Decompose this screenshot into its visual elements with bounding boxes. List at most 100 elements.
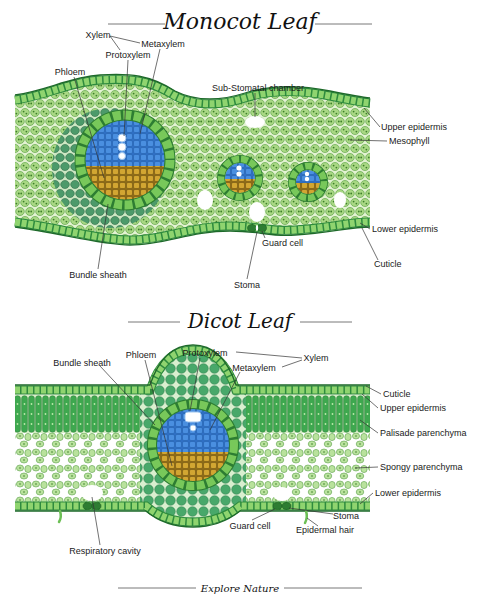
protoxylem (118, 134, 126, 142)
part-label: Guard cell (262, 238, 303, 249)
part-label: Phloem (126, 350, 157, 361)
leaf-body (15, 350, 370, 522)
protoxylem (118, 143, 126, 151)
leader-line (140, 49, 160, 134)
part-label: Cuticle (383, 389, 411, 400)
bundle-sheath (80, 115, 170, 205)
part-label: Protoxylem (182, 348, 227, 359)
lower-epidermis (15, 222, 370, 240)
part-label: Palisade parenchyma (380, 428, 467, 439)
leader-line (100, 366, 155, 425)
protoxylem (305, 177, 309, 181)
leader-lines (74, 36, 387, 545)
part-label: Xylem (85, 30, 110, 41)
epidermal-cells (15, 222, 370, 240)
guard-cell (248, 225, 257, 232)
part-label: Bundle sheath (69, 270, 127, 281)
epidermal-hair (59, 511, 61, 522)
leader-line (355, 467, 378, 468)
part-label: Protoxylem (105, 50, 150, 61)
leader-line (190, 358, 200, 411)
part-label: Epidermal hair (296, 525, 354, 536)
epidermal-hair (305, 511, 307, 523)
palisade-parenchyma (15, 395, 140, 433)
bundle-sheath-cells (292, 166, 324, 198)
leader-line (236, 352, 302, 358)
guard-cell (282, 503, 291, 510)
rule (284, 588, 362, 589)
cuticle (15, 345, 370, 385)
protoxylem (236, 171, 241, 176)
leader-line (360, 493, 373, 504)
leader-line (360, 223, 370, 229)
leader-line (92, 497, 100, 545)
part-label: Stoma (333, 511, 359, 522)
upper-epidermis (15, 79, 370, 103)
bundle-sheath-cells (152, 404, 234, 486)
part-label: Upper epidermis (381, 122, 447, 133)
leader-line (255, 93, 256, 117)
bundle-sheath (221, 159, 259, 197)
leader-line (366, 386, 381, 394)
rule (118, 588, 196, 589)
respiratory-cavity (273, 487, 291, 501)
epidermal-cells (15, 79, 370, 103)
part-label: Metaxylem (141, 39, 185, 50)
leader-line (74, 77, 104, 178)
part-label: Bundle sheath (53, 358, 111, 369)
part-label: Lower epidermis (372, 224, 438, 235)
leader-line (282, 360, 302, 367)
leader-line (110, 36, 140, 43)
epidermal-cells (15, 506, 370, 522)
leader-line (350, 140, 387, 141)
leader-line (247, 232, 257, 279)
part-label: Cuticle (374, 259, 402, 270)
cuticle (15, 227, 370, 245)
diagram-caption: Explore Nature (201, 582, 279, 595)
rule (108, 24, 165, 25)
guard-cell (258, 225, 267, 232)
leader-line (145, 360, 172, 466)
lower-epidermis (15, 506, 370, 522)
leader-line (252, 509, 275, 520)
part-label: Guard cell (229, 521, 270, 532)
cuticle (15, 74, 370, 98)
spongy-parenchyma (15, 433, 140, 502)
protoxylem (185, 412, 201, 422)
part-label: Upper epidermis (380, 403, 446, 414)
part-label: Respiratory cavity (69, 546, 141, 557)
guard-cell (273, 503, 282, 510)
part-label: Metaxylem (232, 363, 276, 374)
leader-line (364, 108, 380, 127)
leader-line (289, 508, 333, 514)
guard-cell (83, 503, 92, 510)
rule (128, 322, 180, 323)
rule (300, 322, 352, 323)
part-label: Mesophyll (389, 136, 430, 147)
air-space (334, 192, 346, 208)
leader-line (360, 420, 378, 433)
protoxylem (119, 153, 126, 160)
air-space (197, 190, 213, 210)
protoxylem (190, 425, 196, 431)
stoma-pore (256, 225, 258, 231)
part-label: Sub-Stomatal chamber (212, 83, 304, 94)
bundle-sheath (292, 166, 324, 198)
leader-line (98, 204, 108, 269)
bundle-sheath (152, 404, 234, 486)
leader-line (362, 394, 378, 408)
sub-stomatal-chamber (245, 116, 265, 128)
mesophyll (15, 79, 370, 240)
leader-line (124, 60, 128, 136)
leader-line (262, 231, 265, 238)
protoxylem (305, 172, 309, 176)
spongy-parenchyma (246, 433, 370, 502)
part-label: Lower epidermis (375, 488, 441, 499)
bundle-sheath-cells (80, 115, 170, 205)
protoxylem (236, 165, 241, 170)
part-label: Spongy parenchyma (380, 462, 463, 473)
rule (315, 24, 372, 25)
part-label: Phloem (55, 67, 86, 78)
